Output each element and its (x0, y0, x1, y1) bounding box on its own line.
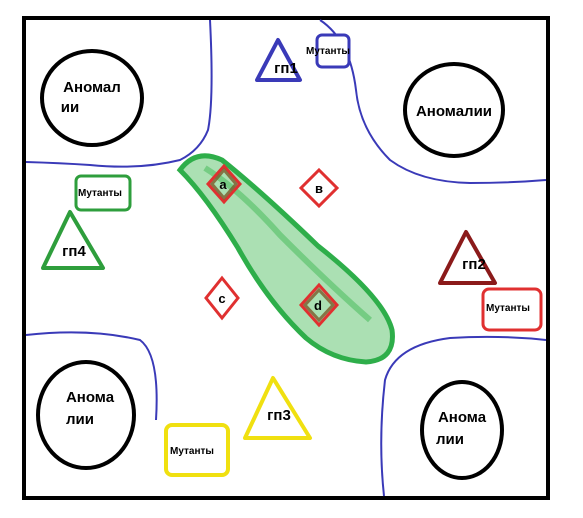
green-zone (176, 153, 395, 365)
anomaly-zone-4: Анома лии (420, 380, 504, 480)
anomaly-zone-4-label-1: Анома (438, 409, 487, 426)
anomaly-zone-3: Анома лии (36, 360, 136, 470)
mutants-box-red: Мутанты (481, 287, 543, 332)
boundary-bottom-right (380, 335, 547, 497)
group-gp4-label: гп4 (62, 243, 86, 260)
point-c: c (204, 275, 240, 321)
mutants-box-blue-label: Мутанты (306, 46, 350, 57)
point-v: в (298, 167, 340, 209)
anomaly-zone-2: Аномалии (403, 62, 505, 158)
group-gp2: гп2 (438, 230, 497, 285)
anomaly-zone-1: Аномал ии (40, 49, 144, 147)
mutants-box-yellow: Мутанты (164, 423, 230, 477)
mutants-box-yellow-label: Мутанты (170, 446, 214, 457)
group-gp3: гп3 (243, 376, 312, 440)
green-zone-inner (203, 165, 372, 323)
point-d-label: d (314, 298, 322, 313)
anomaly-zone-1-label-1: Аномал (63, 79, 121, 96)
mutants-box-blue: Мутанты (306, 33, 351, 69)
point-a-label: a (219, 177, 227, 192)
point-v-label: в (315, 181, 323, 196)
mutants-box-red-label: Мутанты (486, 303, 530, 314)
anomaly-zone-3-label-1: Анома (66, 389, 115, 406)
point-d: d (298, 282, 340, 328)
green-zone-outline (176, 153, 395, 365)
anomaly-zone-1-label-2: ии (61, 99, 79, 116)
group-gp3-label: гп3 (267, 407, 291, 424)
boundary-top-left (25, 19, 213, 168)
mutants-box-green-label: Мутанты (78, 188, 122, 199)
point-a: a (205, 163, 243, 205)
anomaly-zone-2-label-1: Аномалии (416, 103, 492, 120)
boundary-bottom-left (25, 331, 158, 421)
group-gp1: гп1 (255, 38, 302, 82)
group-gp1-label: гп1 (274, 60, 298, 77)
green-zone-fill (182, 157, 394, 362)
group-gp4: гп4 (41, 210, 105, 270)
anomaly-zone-3-label-2: лии (66, 411, 94, 428)
anomaly-zone-4-label-2: лии (436, 431, 464, 448)
mutants-box-green: Мутанты (74, 174, 132, 212)
map-border (22, 16, 550, 500)
point-c-label: c (218, 291, 225, 306)
group-gp2-label: гп2 (462, 256, 486, 273)
